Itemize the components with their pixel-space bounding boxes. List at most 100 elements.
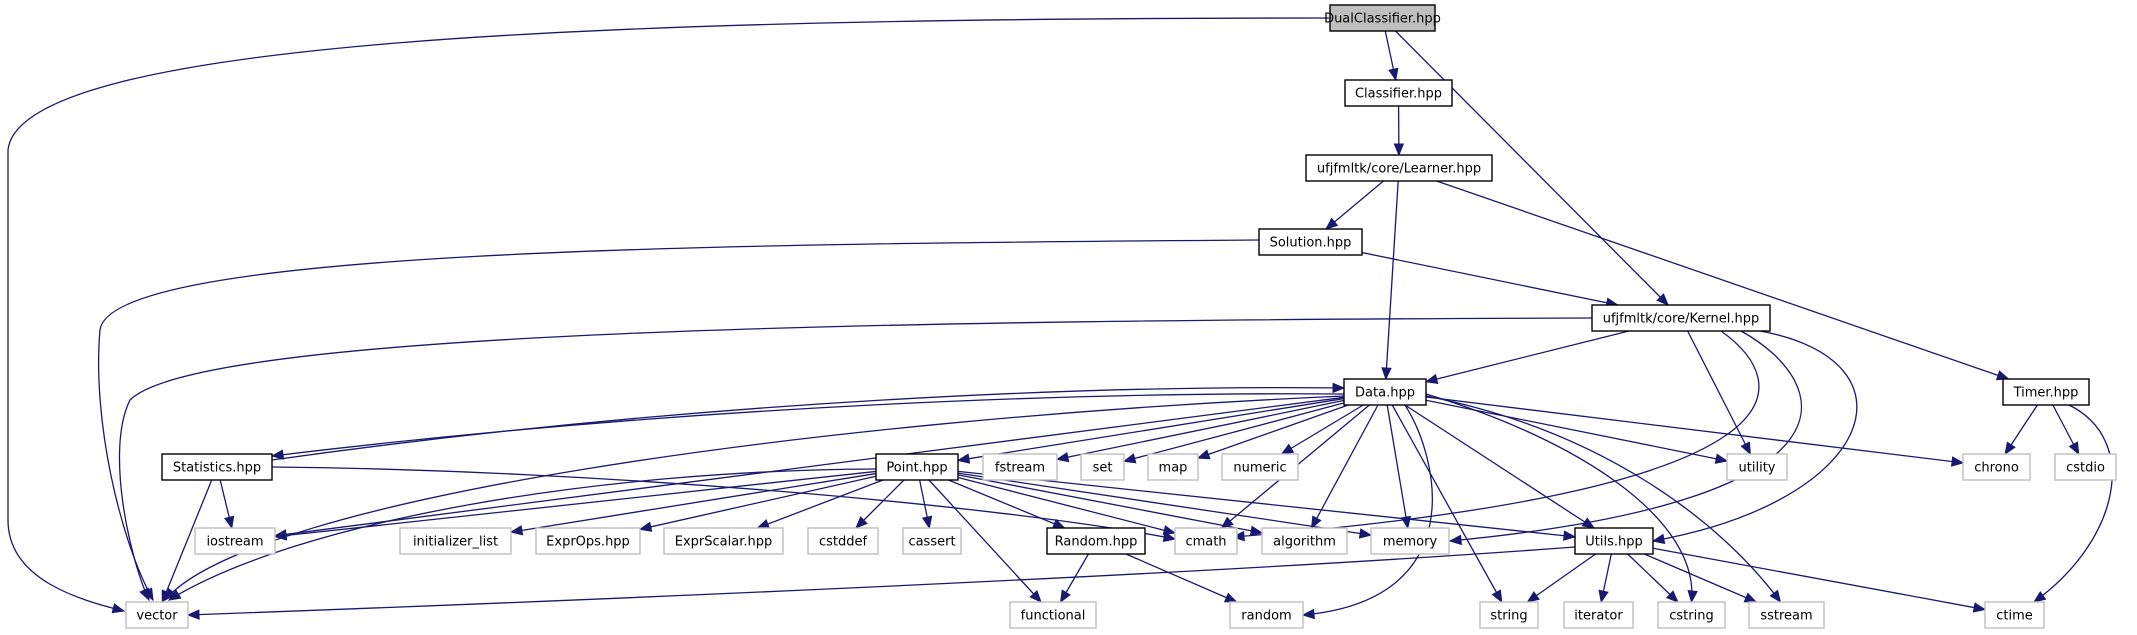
node-statistics[interactable]: Statistics.hpp bbox=[161, 453, 273, 481]
node-label: ufjfmltk/core/Kernel.hpp bbox=[1603, 312, 1760, 327]
node-solution[interactable]: Solution.hpp bbox=[1258, 228, 1363, 256]
arrowhead-icon bbox=[1743, 592, 1758, 603]
node-random_hpp[interactable]: Random.hpp bbox=[1046, 527, 1146, 555]
node-label: map bbox=[1159, 461, 1188, 476]
edge-line bbox=[164, 395, 1345, 601]
edge-kernel-to-memory bbox=[1448, 330, 1802, 546]
node-string: string bbox=[1479, 601, 1539, 629]
edge-line bbox=[118, 317, 1593, 601]
node-box bbox=[1726, 453, 1788, 481]
arrowhead-icon bbox=[1714, 453, 1729, 464]
node-kernel[interactable]: ufjfmltk/core/Kernel.hpp bbox=[1591, 304, 1771, 332]
node-box bbox=[2002, 378, 2090, 406]
node-box bbox=[1147, 453, 1199, 481]
node-box bbox=[194, 527, 276, 555]
arrowhead-icon bbox=[1491, 589, 1503, 604]
node-label: Classifier.hpp bbox=[1355, 87, 1442, 102]
edge-utils-to-cstring bbox=[1627, 553, 1679, 603]
edge-line bbox=[957, 470, 1576, 538]
node-box bbox=[1657, 601, 1726, 629]
edge-line bbox=[757, 479, 884, 529]
edge-timer-to-chrono bbox=[2004, 404, 2038, 456]
node-box bbox=[982, 453, 1058, 481]
node-box bbox=[1370, 527, 1450, 555]
arrowhead-icon bbox=[956, 453, 971, 464]
node-cstring: cstring bbox=[1657, 601, 1726, 629]
edge-data-to-set bbox=[1122, 402, 1345, 464]
arrowhead-icon bbox=[161, 589, 172, 604]
node-dualclassifier[interactable]: DualClassifier.hpp bbox=[1324, 4, 1441, 32]
edge-utils-to-string bbox=[1526, 553, 1596, 603]
arrowhead-icon bbox=[855, 516, 868, 529]
node-box bbox=[1229, 601, 1304, 629]
arrowhead-icon bbox=[1055, 451, 1070, 463]
edges-layer bbox=[7, 17, 2113, 620]
arrowhead-icon bbox=[1563, 530, 1577, 541]
node-label: Point.hpp bbox=[886, 461, 947, 476]
node-box bbox=[1329, 4, 1436, 32]
arrowhead-icon bbox=[921, 515, 933, 530]
node-learner[interactable]: ufjfmltk/core/Learner.hpp bbox=[1305, 154, 1493, 182]
node-iterator: iterator bbox=[1563, 601, 1634, 629]
node-label: random bbox=[1241, 609, 1291, 624]
edge-line bbox=[957, 474, 1263, 534]
node-label: Statistics.hpp bbox=[173, 461, 261, 476]
edge-line bbox=[1627, 553, 1679, 603]
edge-data-to-cstring bbox=[1425, 393, 1698, 604]
edge-random_hpp-to-functional bbox=[1059, 553, 1090, 604]
arrowhead-icon bbox=[186, 609, 200, 620]
node-label: Timer.hpp bbox=[2013, 386, 2079, 401]
edge-learner-to-solution bbox=[1325, 180, 1384, 230]
node-label: cstdio bbox=[2066, 461, 2105, 476]
edge-line bbox=[1394, 30, 1669, 306]
arrowhead-icon bbox=[1332, 382, 1346, 394]
node-label: memory bbox=[1383, 535, 1438, 550]
arrowhead-icon bbox=[2004, 441, 2016, 456]
arrowhead-icon bbox=[1249, 525, 1264, 536]
edge-line bbox=[928, 479, 1042, 603]
edge-data-to-memory bbox=[1386, 404, 1412, 530]
edge-line bbox=[274, 396, 1345, 537]
edge-random_hpp-to-random bbox=[1125, 553, 1238, 603]
arrowhead-icon bbox=[1388, 67, 1399, 82]
edge-data-to-random bbox=[1301, 404, 1433, 620]
edge-line bbox=[168, 468, 877, 601]
node-box bbox=[125, 601, 189, 629]
arrowhead-icon bbox=[1526, 591, 1540, 603]
node-timer[interactable]: Timer.hpp bbox=[2002, 378, 2090, 406]
node-fstream: fstream bbox=[982, 453, 1058, 481]
node-box bbox=[1174, 527, 1238, 555]
edge-point-to-cstddef bbox=[855, 479, 905, 529]
edge-point-to-functional bbox=[928, 479, 1042, 603]
node-label: iterator bbox=[1574, 609, 1623, 624]
arrowhead-icon bbox=[1325, 217, 1339, 230]
edge-data-to-string bbox=[1391, 404, 1503, 604]
edge-data-to-numeric bbox=[1280, 404, 1364, 455]
arrowhead-icon bbox=[1358, 528, 1373, 539]
edge-point-to-vector bbox=[167, 468, 877, 601]
node-data[interactable]: Data.hpp bbox=[1343, 378, 1427, 406]
node-algorithm: algorithm bbox=[1261, 527, 1348, 555]
arrowhead-icon bbox=[638, 521, 653, 532]
node-functional: functional bbox=[1009, 601, 1097, 629]
arrowhead-icon bbox=[1310, 515, 1322, 530]
node-box bbox=[663, 527, 784, 555]
edge-statistics-to-iostream bbox=[219, 479, 235, 530]
node-label: DualClassifier.hpp bbox=[1324, 12, 1441, 27]
edge-kernel-to-utils bbox=[1651, 330, 1858, 545]
node-label: Utils.hpp bbox=[1585, 535, 1642, 550]
edge-statistics-to-data bbox=[271, 382, 1346, 461]
node-classifier[interactable]: Classifier.hpp bbox=[1344, 79, 1453, 107]
edge-line bbox=[948, 479, 1065, 529]
edge-dualclassifier-to-vector bbox=[7, 17, 1331, 614]
arrowhead-icon bbox=[1581, 517, 1596, 529]
edge-data-to-utility bbox=[1425, 399, 1729, 464]
edge-line bbox=[1310, 404, 1379, 529]
edge-line bbox=[271, 393, 1345, 457]
node-label: functional bbox=[1021, 609, 1086, 624]
node-point[interactable]: Point.hpp bbox=[875, 453, 959, 481]
edge-line bbox=[1232, 330, 1760, 538]
node-utils[interactable]: Utils.hpp bbox=[1574, 527, 1654, 555]
node-box bbox=[1009, 601, 1097, 629]
